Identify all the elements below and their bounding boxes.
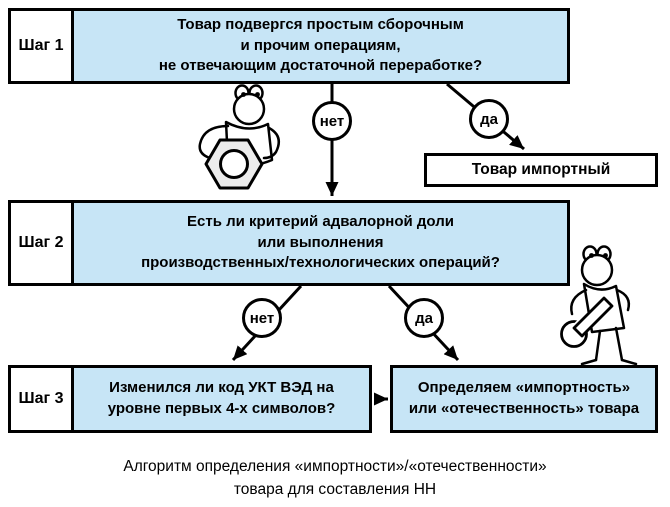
import-outcome-box: Товар импортный bbox=[424, 153, 658, 187]
worker-with-wrench-illustration bbox=[548, 236, 670, 373]
step1-label: Шаг 1 bbox=[8, 8, 74, 84]
branch-yes-step1: да bbox=[469, 99, 509, 139]
step3-question: Изменился ли код УКТ ВЭД на уровне первы… bbox=[71, 365, 372, 433]
branch-yes-step2: да bbox=[404, 298, 444, 338]
result-outcome-box: Определяем «импортность» или «отечествен… bbox=[390, 365, 658, 433]
step2-label: Шаг 2 bbox=[8, 200, 74, 286]
branch-no-step1: нет bbox=[312, 101, 352, 141]
branch-no-step2: нет bbox=[242, 298, 282, 338]
worker-with-nut-illustration bbox=[168, 82, 300, 199]
step3-label: Шаг 3 bbox=[8, 365, 74, 433]
diagram-caption: Алгоритм определения «импортности»/«отеч… bbox=[123, 458, 547, 499]
wrench-icon bbox=[560, 296, 614, 348]
step1-question: Товар подвергся простым сборочным и проч… bbox=[71, 8, 570, 84]
step2-question: Есть ли критерий адвалорной доли или вып… bbox=[71, 200, 570, 286]
nut-icon bbox=[204, 138, 264, 190]
